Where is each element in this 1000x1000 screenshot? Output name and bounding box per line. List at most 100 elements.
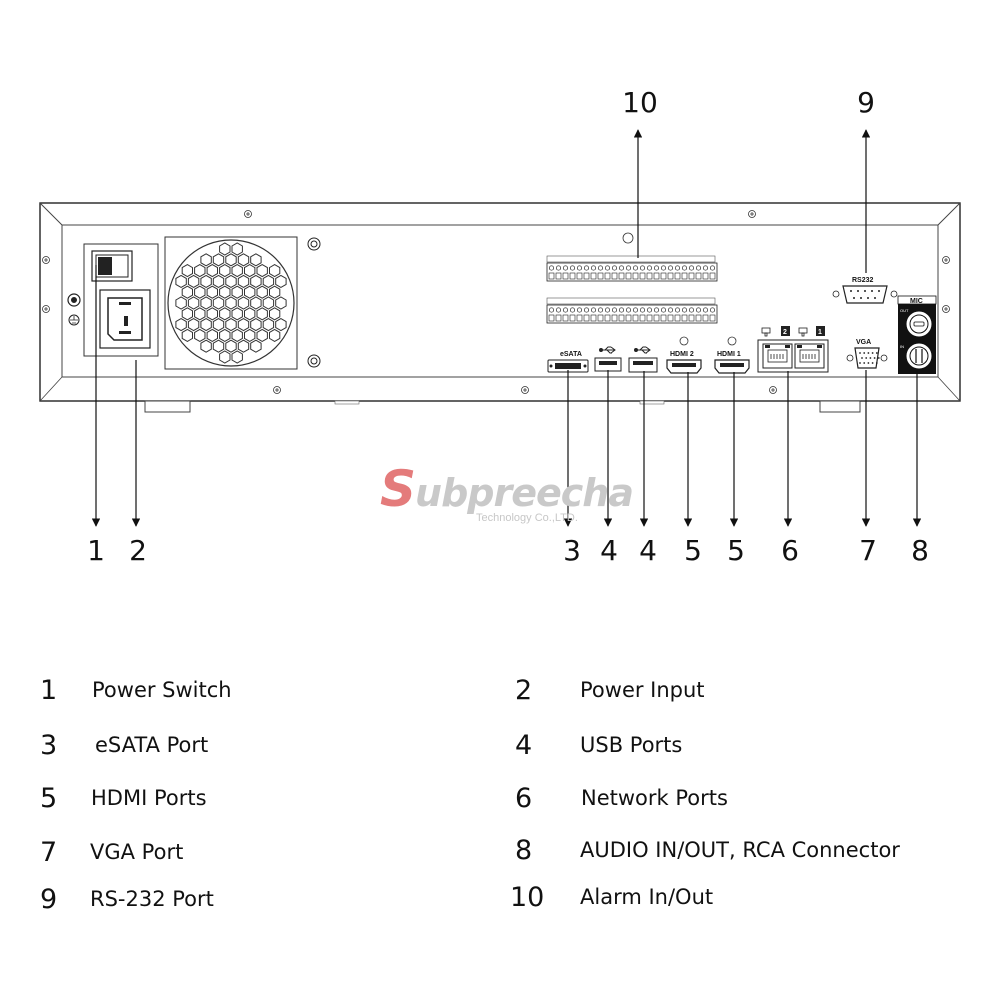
terminal-screw[interactable] <box>583 265 590 271</box>
terminal-screw[interactable] <box>702 265 709 271</box>
callout-numbers: 1 2 3 4 4 5 5 6 7 8 9 10 <box>87 86 929 567</box>
terminal-screw[interactable] <box>625 307 632 313</box>
terminal-screw[interactable] <box>562 307 569 313</box>
hdmi-port-2[interactable]: HDMI 2 <box>666 336 702 374</box>
terminal-screw[interactable] <box>611 265 618 271</box>
legend-number: 1 <box>40 674 58 706</box>
terminal-screw[interactable] <box>632 265 639 271</box>
power-switch[interactable] <box>91 250 133 282</box>
terminal-screw[interactable] <box>667 265 674 271</box>
terminal-screw[interactable] <box>688 307 695 313</box>
terminal-slot <box>590 272 597 280</box>
screw-icon <box>769 386 777 394</box>
screw-icon <box>42 256 50 264</box>
terminal-slot <box>597 314 604 322</box>
terminal-screw[interactable] <box>569 265 576 271</box>
terminal-screw[interactable] <box>562 265 569 271</box>
terminal-screw[interactable] <box>688 265 695 271</box>
legend-item: 4 USB Ports <box>515 725 682 765</box>
terminal-screw[interactable] <box>660 265 667 271</box>
rca-in-connector[interactable] <box>905 342 933 370</box>
legend-item: 9 RS-232 Port <box>40 879 214 919</box>
hdmi-port-1[interactable]: HDMI 1 <box>714 336 750 374</box>
terminal-screw[interactable] <box>618 265 625 271</box>
terminal-slot <box>555 314 562 322</box>
screw-icon <box>42 305 50 313</box>
terminal-screw[interactable] <box>674 307 681 313</box>
fan-hex-cell <box>219 328 231 342</box>
terminal-screw[interactable] <box>639 265 646 271</box>
terminal-screw[interactable] <box>604 307 611 313</box>
rca-out-connector[interactable] <box>905 310 933 338</box>
terminal-screw[interactable] <box>548 307 555 313</box>
terminal-screw[interactable] <box>618 307 625 313</box>
terminal-slot <box>688 272 695 280</box>
terminal-slot <box>660 272 667 280</box>
terminal-slot <box>660 314 667 322</box>
terminal-screw[interactable] <box>660 307 667 313</box>
rs232-port[interactable]: RS232 <box>832 277 898 304</box>
rj45-port[interactable] <box>762 343 793 369</box>
terminal-screw[interactable] <box>632 307 639 313</box>
terminal-screw[interactable] <box>653 307 660 313</box>
callout-3: 3 <box>563 534 581 567</box>
rj45-port[interactable] <box>794 343 825 369</box>
alarm-terminal-blocks[interactable] <box>546 255 718 324</box>
legend-text: HDMI Ports <box>91 786 207 810</box>
terminal-screw[interactable] <box>604 265 611 271</box>
terminal-slot <box>667 314 674 322</box>
terminal-screw[interactable] <box>625 265 632 271</box>
fan-hex-cell <box>231 307 243 321</box>
terminal-screw[interactable] <box>569 307 576 313</box>
terminal-screw[interactable] <box>667 307 674 313</box>
fan-hex-cell <box>194 285 206 299</box>
legend-text: RS-232 Port <box>90 887 214 911</box>
terminal-screw[interactable] <box>555 265 562 271</box>
terminal-screw[interactable] <box>674 265 681 271</box>
terminal-screw[interactable] <box>597 307 604 313</box>
terminal-screw[interactable] <box>548 265 555 271</box>
terminal-screw[interactable] <box>590 265 597 271</box>
fan-hex-cell <box>212 318 225 332</box>
terminal-screw[interactable] <box>709 265 716 271</box>
fan-hex-cell <box>212 296 225 310</box>
audio-rca-block[interactable]: MIC OUT IN <box>897 295 937 374</box>
fan-hex-cell <box>269 285 281 299</box>
vga-pin <box>859 362 861 364</box>
terminal-screw[interactable] <box>583 307 590 313</box>
terminal-slot <box>625 272 632 280</box>
vga-pin <box>871 362 874 364</box>
terminal-screw[interactable] <box>639 307 646 313</box>
legend-number: 2 <box>515 674 533 706</box>
fan-hex-cell <box>225 296 237 310</box>
fan-hex-cell <box>200 318 212 332</box>
legend-text: Power Switch <box>92 678 232 702</box>
terminal-screw[interactable] <box>597 265 604 271</box>
terminal-screw[interactable] <box>646 307 653 313</box>
terminal-screw[interactable] <box>695 265 702 271</box>
screw-icon <box>273 386 281 394</box>
terminal-screw[interactable] <box>576 307 583 313</box>
terminal-screw[interactable] <box>590 307 597 313</box>
terminal-screw[interactable] <box>695 307 702 313</box>
usb-port-2[interactable] <box>628 346 658 373</box>
terminal-slot <box>590 314 597 322</box>
terminal-screw[interactable] <box>646 265 653 271</box>
terminal-screw[interactable] <box>611 307 618 313</box>
network-ports[interactable]: 2 1 <box>757 326 829 373</box>
terminal-screw[interactable] <box>681 307 688 313</box>
esata-port[interactable]: eSATA <box>547 351 589 373</box>
terminal-slot <box>625 314 632 322</box>
vga-port[interactable]: VGA <box>846 339 888 369</box>
terminal-screw[interactable] <box>702 307 709 313</box>
terminal-screw[interactable] <box>576 265 583 271</box>
terminal-screw[interactable] <box>555 307 562 313</box>
terminal-screw[interactable] <box>681 265 688 271</box>
fan-hex-cell <box>175 274 187 288</box>
terminal-block-body <box>546 262 718 282</box>
terminal-screw[interactable] <box>709 307 716 313</box>
rs232-label: RS232 <box>852 277 874 284</box>
fan-hex-cell <box>256 328 268 342</box>
power-input-socket[interactable] <box>99 289 151 349</box>
terminal-screw[interactable] <box>653 265 660 271</box>
